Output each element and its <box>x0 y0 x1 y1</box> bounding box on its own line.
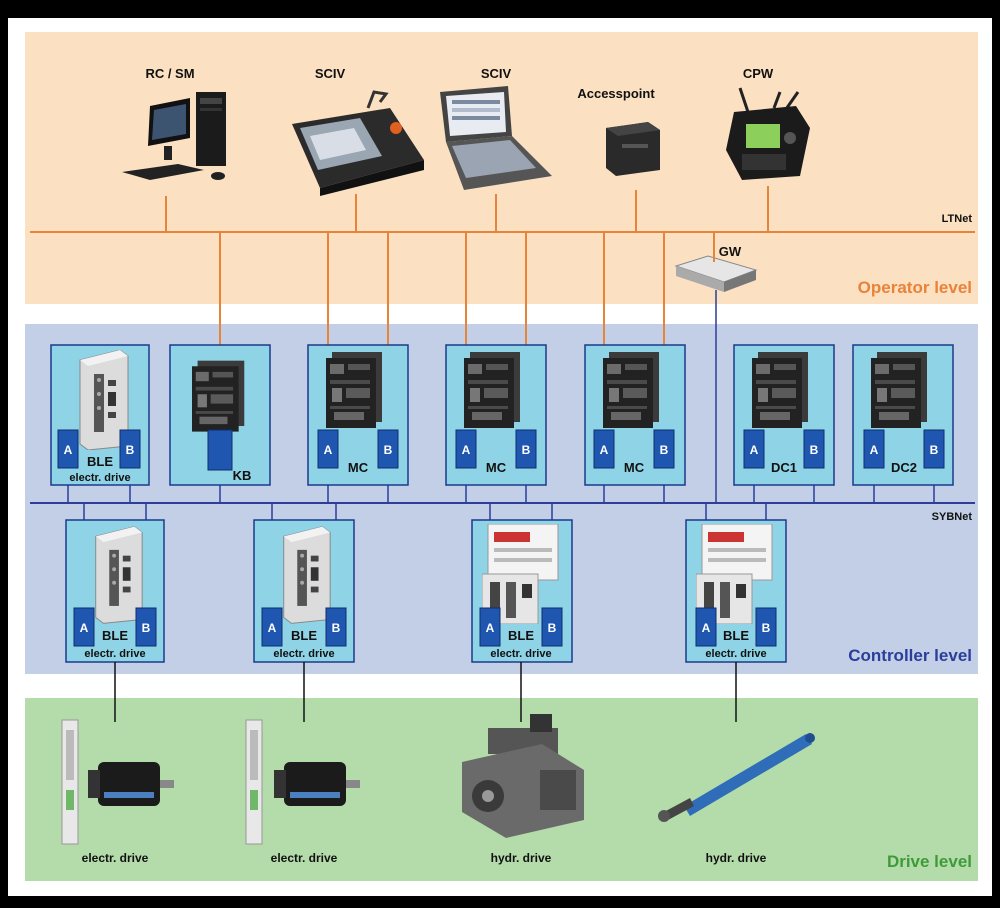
port-b: B <box>660 443 669 457</box>
dc1-label: DC1 <box>771 460 797 475</box>
sybnet-label: SYBNet <box>932 511 973 523</box>
mc-controller-2: A B MC <box>445 344 547 486</box>
ble-controller-4: A B BLE electr. drive <box>685 519 787 663</box>
electric-drive-1-icon <box>61 719 174 845</box>
ble-controller-1: A B BLE electr. drive <box>65 519 165 663</box>
drive-level-label: Drive level <box>887 852 972 871</box>
sciv-laptop-icon <box>440 86 552 190</box>
dc2-controller: A B DC2 <box>852 344 954 486</box>
sciv-label-1: SCIV <box>315 66 346 81</box>
drive-connections <box>114 662 737 722</box>
ble-top-sublabel: electr. drive <box>69 472 130 484</box>
ble-sublabel-4: electr. drive <box>705 648 766 660</box>
port-b: B <box>548 621 557 635</box>
port-b: B <box>930 443 939 457</box>
sciv-console-icon <box>292 90 424 196</box>
ble-controller-3: A B BLE electr. drive <box>471 519 573 663</box>
rc-sm-workstation-icon <box>122 92 226 180</box>
drive-label-3: hydr. drive <box>491 851 552 865</box>
port-a: A <box>600 443 609 457</box>
ble-top-controller: A B BLE electr. drive <box>50 344 150 486</box>
ble-label-2: BLE <box>291 628 317 643</box>
kb-controller: KB <box>169 344 271 486</box>
hydraulic-pump-icon <box>462 714 584 838</box>
electric-drive-2-icon <box>245 719 360 845</box>
controller-level-label: Controller level <box>848 646 972 665</box>
drive-label-2: electr. drive <box>271 851 338 865</box>
port-b: B <box>810 443 819 457</box>
kb-label: KB <box>233 468 252 483</box>
mc-label-3: MC <box>624 460 645 475</box>
ble-label-3: BLE <box>508 628 534 643</box>
hydraulic-cylinder-icon <box>658 733 815 822</box>
ble-controller-2: A B BLE electr. drive <box>253 519 355 663</box>
mc-label-2: MC <box>486 460 507 475</box>
ble-label-4: BLE <box>723 628 749 643</box>
operator-level-label: Operator level <box>858 278 972 297</box>
port-b: B <box>332 621 341 635</box>
ble-top-label: BLE <box>87 454 113 469</box>
port-a: A <box>702 621 711 635</box>
port-b: B <box>384 443 393 457</box>
drive-label-4: hydr. drive <box>706 851 767 865</box>
port-a: A <box>750 443 759 457</box>
dc2-label: DC2 <box>891 460 917 475</box>
ble-sublabel-2: electr. drive <box>273 648 334 660</box>
sciv-label-2: SCIV <box>481 66 512 81</box>
accesspoint-icon <box>606 122 660 176</box>
ble-label-1: BLE <box>102 628 128 643</box>
cpw-handheld-icon <box>726 87 810 180</box>
port-a: A <box>870 443 879 457</box>
ltnet-label: LTNet <box>942 213 973 225</box>
port-a: A <box>268 621 277 635</box>
gw-label: GW <box>719 244 742 259</box>
port-a: A <box>80 621 89 635</box>
drive-label-1: electr. drive <box>82 851 149 865</box>
port-b: B <box>126 443 135 457</box>
port-b: B <box>522 443 531 457</box>
port-b: B <box>142 621 151 635</box>
port-a: A <box>64 443 73 457</box>
mc-controller-1: A B MC <box>307 344 409 486</box>
cpw-label: CPW <box>743 66 774 81</box>
ble-sublabel-3: electr. drive <box>490 648 551 660</box>
mc-label-1: MC <box>348 460 369 475</box>
port-a: A <box>486 621 495 635</box>
ble-sublabel-1: electr. drive <box>84 648 145 660</box>
ltnet-bus <box>30 186 975 346</box>
port-a: A <box>324 443 333 457</box>
port-b: B <box>762 621 771 635</box>
mc-controller-3: A B MC <box>584 344 686 486</box>
gw-gateway-icon <box>674 255 758 292</box>
port-a: A <box>462 443 471 457</box>
rc-sm-label: RC / SM <box>145 66 194 81</box>
accesspoint-label: Accesspoint <box>577 86 655 101</box>
dc1-controller: A B DC1 <box>733 344 835 486</box>
